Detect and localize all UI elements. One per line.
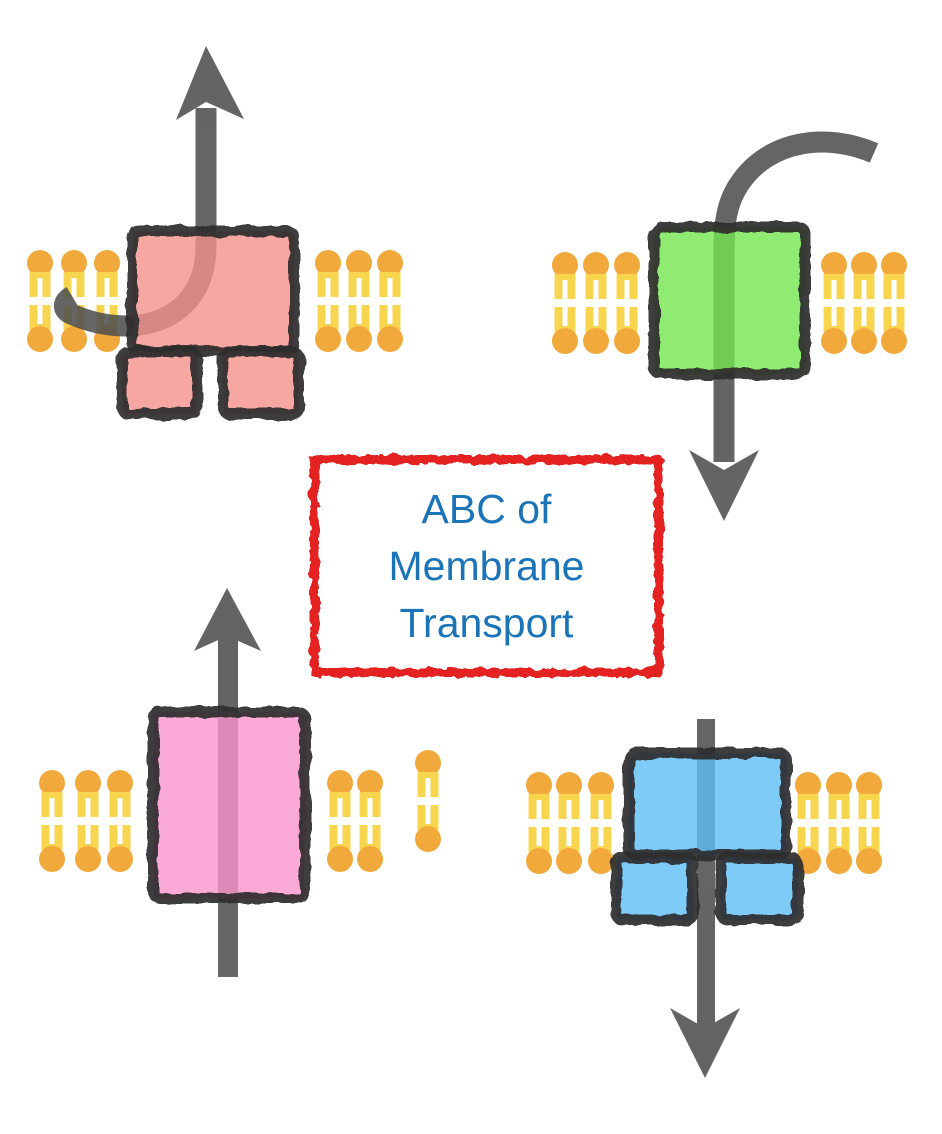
phospholipid-icon	[881, 252, 907, 354]
phospholipid-icon	[94, 250, 120, 352]
nucleotide-binding-domain-right	[715, 852, 804, 926]
phospholipid-icon	[614, 252, 640, 354]
floating-phospholipid-icon	[415, 750, 441, 852]
phospholipid-icon	[552, 252, 578, 354]
membrane-bottom-left-left	[39, 770, 133, 872]
membrane-bottom-left-right	[327, 770, 383, 872]
phospholipid-icon	[357, 770, 383, 872]
membrane-top-left-right	[315, 250, 403, 352]
phospholipid-icon	[851, 252, 877, 354]
transmembrane-domain	[126, 225, 300, 357]
phospholipid-icon	[27, 250, 53, 352]
phospholipid-icon	[377, 250, 403, 352]
phospholipid-icon	[826, 772, 852, 874]
bottom-right-transporter-blue	[610, 747, 804, 926]
title-frame	[310, 455, 663, 677]
phospholipid-icon	[583, 252, 609, 354]
title-label: ABC of Membrane Transport	[388, 485, 585, 646]
top-right-transporter-green	[648, 221, 811, 380]
phospholipid-icon	[315, 250, 341, 352]
nucleotide-binding-domain-right	[217, 346, 305, 420]
nucleotide-binding-domain-left	[116, 346, 203, 420]
phospholipid-icon	[39, 770, 65, 872]
phospholipid-icon	[588, 772, 614, 874]
top-left-transporter-salmon	[116, 225, 305, 420]
phospholipid-icon	[856, 772, 882, 874]
transmembrane-domain	[147, 706, 311, 904]
phospholipid-icon	[556, 772, 582, 874]
transmembrane-domain	[648, 221, 811, 380]
nucleotide-binding-domain-left	[610, 852, 699, 926]
membrane-bottom-right-left	[526, 772, 614, 874]
phospholipid-icon	[107, 770, 133, 872]
membrane-top-right-left	[552, 252, 640, 354]
phospholipid-icon	[346, 250, 372, 352]
phospholipid-icon	[75, 770, 101, 872]
phospholipid-icon	[821, 252, 847, 354]
membrane-top-right-right	[821, 252, 907, 354]
phospholipid-icon	[327, 770, 353, 872]
phospholipid-icon	[526, 772, 552, 874]
bottom-left-transporter-pink	[147, 706, 311, 904]
transmembrane-domain	[623, 747, 792, 861]
membrane-bottom-right-right	[795, 772, 882, 874]
